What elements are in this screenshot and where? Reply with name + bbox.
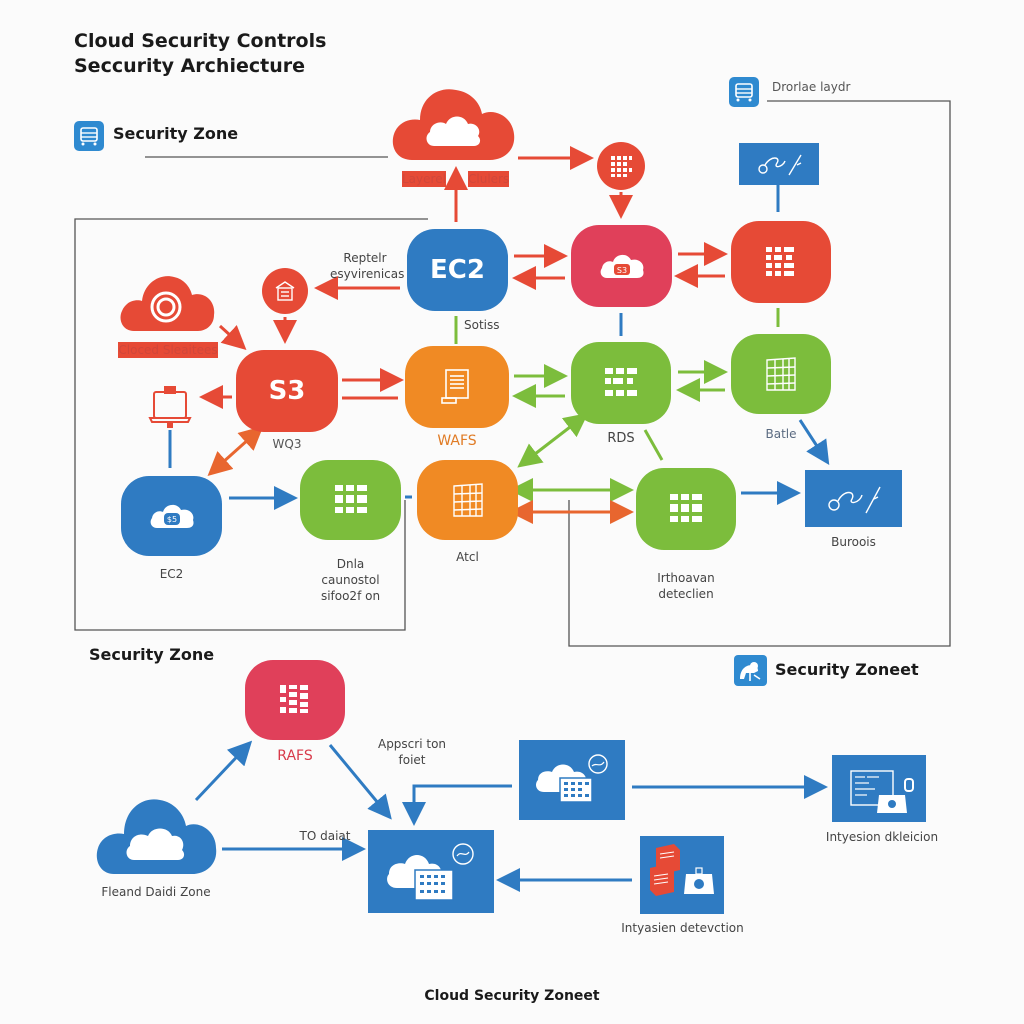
arrow-rds-atd-bidirectional — [517, 413, 589, 468]
security-zone-middle-title: Security Zone — [89, 645, 215, 664]
cloud-lock-icon: S3 — [600, 254, 644, 278]
rafs-node[interactable] — [245, 660, 345, 740]
wafs-node[interactable] — [405, 346, 509, 428]
grid-icon — [334, 485, 367, 513]
buroois-label: Buroois — [831, 535, 876, 549]
intrusion-right-label: Intyesion dkleicion — [825, 830, 939, 844]
rds-node[interactable] — [571, 342, 671, 424]
grid-icon — [605, 368, 637, 396]
ec2-bottom-label: EC2 — [159, 567, 184, 581]
left-zone-frame — [74, 218, 428, 631]
grid-icon — [280, 685, 308, 713]
buroois-node[interactable] — [805, 470, 902, 527]
cloud-lock-icon: $5 — [150, 504, 194, 528]
s3-label: WQ3 — [272, 437, 302, 451]
arrow-found-to-rafs — [194, 740, 253, 802]
footer-title: Cloud Security Zoneet — [424, 988, 600, 1004]
cloud-target-icon — [120, 276, 215, 331]
intrusion-green-node[interactable] — [636, 468, 736, 550]
diagram-title-line2: Seccurity Archiecture — [74, 55, 305, 77]
arrow-closed-to-s3 — [218, 324, 247, 351]
grid-icon — [670, 494, 702, 522]
server-lock-icon — [650, 844, 714, 896]
atd-label: Atcl — [456, 550, 479, 564]
document-icon — [441, 369, 469, 404]
clipboard-icon — [148, 386, 192, 428]
top-app-box[interactable] — [519, 740, 625, 820]
ec2-top-text: EC2 — [430, 255, 485, 285]
svg-text:S3: S3 — [616, 266, 626, 275]
ec2-side-label-bottom: esyvirenicas — [330, 267, 405, 281]
data-classification-node[interactable] — [300, 460, 401, 540]
wafs-label: WAFS — [437, 433, 477, 449]
terminal-lock-icon — [850, 769, 914, 813]
closed-clouds-label: Cloced Sleaitees — [118, 342, 218, 358]
ec2-bottom-node[interactable]: $5 — [121, 476, 222, 556]
building-circle-node[interactable] — [262, 268, 308, 314]
signature-icon — [758, 154, 802, 176]
line-rds-intrusion — [643, 429, 664, 461]
rafs-label: RAFS — [277, 748, 313, 764]
pink-cloud-node[interactable]: S3 — [571, 225, 672, 307]
intrusion-green-label-1: Irthoavan — [657, 571, 715, 585]
atd-node[interactable] — [417, 460, 518, 540]
zone-frames — [74, 100, 951, 647]
cloud-icon — [96, 799, 217, 874]
intrusion-right-node[interactable] — [832, 755, 926, 822]
table-icon — [766, 357, 796, 391]
svg-text:$5: $5 — [166, 515, 176, 524]
red-grid-node[interactable] — [731, 221, 831, 303]
intrusion-green-label-2: deteclien — [658, 587, 714, 601]
arrow-rafs-to-center — [328, 744, 392, 820]
layered-clouds-label-left: Layerel — [402, 171, 446, 187]
cloud-icon — [392, 89, 515, 160]
right-zone-frame — [568, 100, 951, 647]
clipboard-node[interactable] — [148, 384, 192, 430]
s3-node[interactable]: S3 — [236, 350, 338, 432]
app-forest-label-1: Appscri ton — [377, 737, 447, 751]
green-table-node[interactable] — [731, 334, 831, 414]
cloud-calendar-icon — [536, 754, 608, 803]
layered-clouds-node[interactable] — [390, 78, 518, 168]
grid-icon — [611, 156, 632, 177]
cloud-calendar-icon — [387, 842, 474, 901]
to-dataset-label: TO daiat — [299, 829, 351, 843]
data-classification-label-3: sifoo2f on — [320, 589, 381, 603]
security-zone-legend-label: Security Zone — [113, 124, 239, 143]
ec2-top-node[interactable]: EC2 — [407, 229, 508, 311]
arrow-table-to-buroois — [798, 419, 830, 466]
app-forest-label-2: foiet — [398, 753, 426, 767]
intrusion-bottom-node[interactable] — [640, 836, 724, 914]
grid-icon — [766, 247, 794, 276]
center-app-box[interactable] — [368, 830, 494, 913]
security-zone-legend-icon — [74, 121, 104, 151]
signature-box-top[interactable] — [739, 143, 819, 185]
security-zoneet-icon — [734, 655, 767, 686]
intrusion-bottom-label: Intyasien detevction — [621, 921, 744, 935]
closed-clouds-node[interactable] — [118, 263, 218, 335]
ec2-below-label: Sotiss — [464, 318, 500, 332]
security-zoneet-label: Security Zoneet — [775, 660, 919, 679]
grid-circle-node[interactable] — [597, 142, 645, 190]
ec2-side-label-top: Reptelr — [343, 251, 387, 265]
data-classification-label-2: caunostol — [321, 573, 380, 587]
s3-text: S3 — [268, 376, 306, 406]
signature-icon — [827, 486, 881, 513]
layered-clouds-label-right: Clulers — [468, 171, 510, 187]
data-classification-label-1: Dnla — [336, 557, 365, 571]
building-icon — [275, 281, 295, 301]
table-icon — [452, 483, 483, 517]
diagram-title-line1: Cloud Security Controls — [74, 30, 327, 52]
layer-legend-label: Drorlae laydr — [772, 80, 851, 94]
found-data-zone-label: Fleand Daidi Zone — [101, 885, 211, 899]
found-data-zone-node[interactable] — [94, 790, 218, 878]
rds-label: RDS — [607, 431, 635, 446]
green-table-label: Batle — [765, 427, 797, 441]
arrow-s3-ec2-bidirectional — [207, 425, 264, 477]
layer-legend-icon — [729, 77, 759, 107]
arrow-topapp-to-center — [402, 784, 512, 826]
